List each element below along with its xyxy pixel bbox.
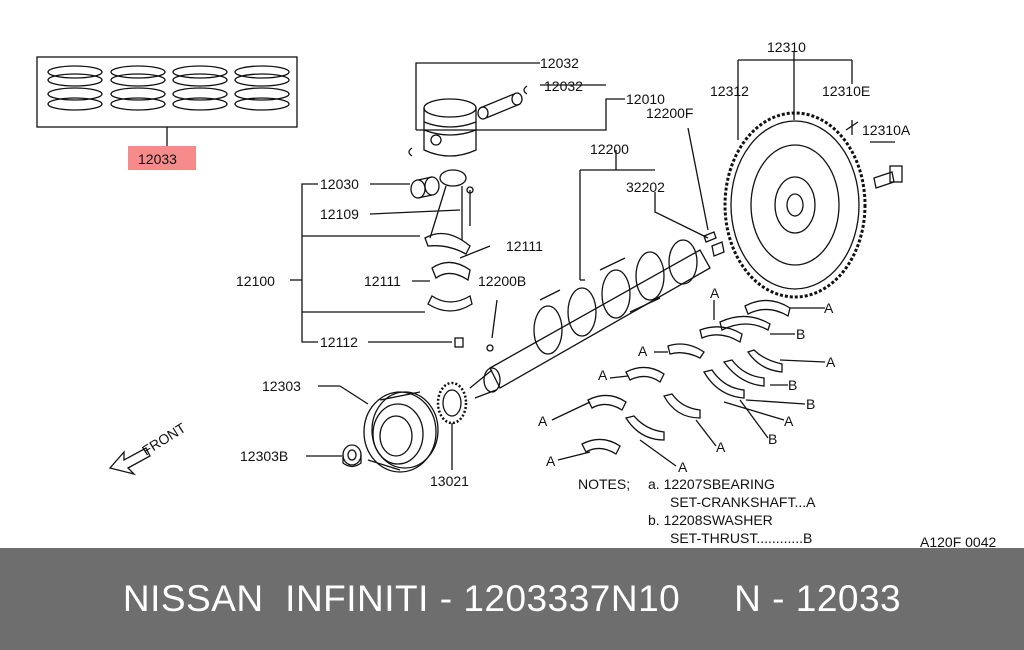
pilot-bushing xyxy=(711,241,725,257)
mark-b: B xyxy=(796,326,805,342)
label-12032-clip[interactable]: 12032 xyxy=(544,78,583,94)
label-12310E[interactable]: 12310E xyxy=(822,83,870,99)
label-12109[interactable]: 12109 xyxy=(320,206,359,222)
crank-sprocket xyxy=(436,381,468,425)
crank-pulley xyxy=(363,391,439,473)
label-12111-right[interactable]: 12111 xyxy=(506,238,543,254)
mark-a: A xyxy=(538,413,548,429)
front-label: FRONT xyxy=(139,419,189,458)
label-12010[interactable]: 12010 xyxy=(626,91,665,107)
mark-a: A xyxy=(826,354,836,370)
flywheel xyxy=(723,111,867,299)
mark-a: A xyxy=(678,459,688,475)
label-12312[interactable]: 12312 xyxy=(710,83,749,99)
label-12033[interactable]: 12033 xyxy=(138,151,177,167)
mark-b: B xyxy=(806,396,815,412)
footer-part-number: NISSAN INFINITI - 1203337N10 N - 12033 xyxy=(122,578,902,619)
label-12030[interactable]: 12030 xyxy=(320,176,359,192)
rod-bushing xyxy=(410,176,440,199)
mark-a: A xyxy=(598,367,608,383)
label-32202[interactable]: 32202 xyxy=(626,179,665,195)
connecting-rod xyxy=(424,169,474,255)
notes-a-line2: SET-CRANKSHAFT...A xyxy=(670,494,816,510)
mark-a: A xyxy=(546,453,556,469)
rod-nut xyxy=(454,337,464,348)
notes-a-line1: a. 12207SBEARING xyxy=(648,476,775,492)
rod-bearing-upper xyxy=(431,261,471,282)
mark-b: B xyxy=(768,431,777,447)
notes-b-line1: b. 12208SWASHER xyxy=(648,512,773,528)
label-12112[interactable]: 12112 xyxy=(320,334,358,350)
parts-diagram: 12033 12032 12032 12010 12030 12109 1211… xyxy=(36,39,996,548)
label-12200F[interactable]: 12200F xyxy=(646,105,693,121)
piston xyxy=(423,98,477,157)
ring-set-box xyxy=(36,56,298,128)
label-12111-left[interactable]: 12111 xyxy=(364,273,401,289)
label-12303B[interactable]: 12303B xyxy=(240,448,288,464)
notes-b-line2: SET-THRUST............B xyxy=(670,530,812,546)
label-12200[interactable]: 12200 xyxy=(590,141,629,157)
label-13021[interactable]: 13021 xyxy=(430,473,469,489)
part-highlight xyxy=(128,146,196,170)
mark-a: A xyxy=(710,285,720,301)
mark-a: A xyxy=(716,439,726,455)
piston-pin xyxy=(477,92,523,120)
crankshaft xyxy=(469,239,711,399)
label-12310A[interactable]: 12310A xyxy=(862,122,911,138)
label-12100[interactable]: 12100 xyxy=(236,273,275,289)
label-12200B[interactable]: 12200B xyxy=(478,273,526,289)
mark-a: A xyxy=(824,300,834,316)
mark-a: A xyxy=(638,343,648,359)
label-12310[interactable]: 12310 xyxy=(767,39,806,55)
figure-code: A120F 0042 xyxy=(920,534,996,548)
piston-rings xyxy=(47,65,290,111)
front-arrow xyxy=(108,447,151,476)
pulley-bolt-washer xyxy=(342,444,362,468)
label-12303[interactable]: 12303 xyxy=(262,378,301,394)
rod-bearing-lower xyxy=(427,294,473,312)
footer-bar: NISSAN INFINITI - 1203337N10 N - 12033 xyxy=(0,548,1024,650)
label-12032-top[interactable]: 12032 xyxy=(540,55,579,71)
notes-title: NOTES; xyxy=(578,476,630,492)
mark-a: A xyxy=(784,413,794,429)
flywheel-bolt xyxy=(873,165,903,189)
mark-b: B xyxy=(788,377,797,393)
main-bearings xyxy=(581,299,791,455)
